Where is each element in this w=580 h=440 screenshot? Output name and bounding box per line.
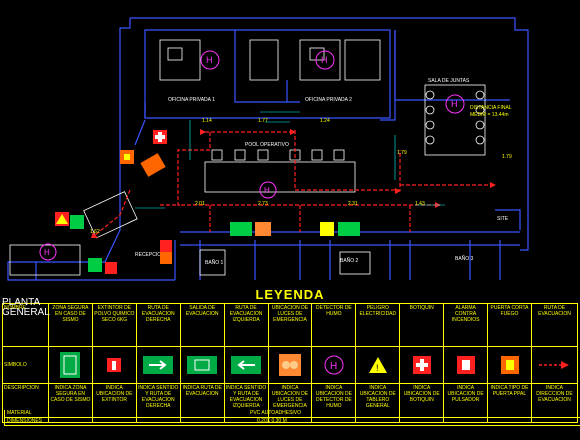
- svg-text:2.01: 2.01: [195, 201, 205, 207]
- first-aid-icon: [412, 356, 431, 374]
- legend-row-symbols: SIMBOLO H !: [2, 346, 579, 384]
- room-label-pool: POOL OPERATIVO: [245, 142, 289, 148]
- svg-text:2.73: 2.73: [258, 201, 268, 207]
- svg-text:H: H: [44, 248, 50, 257]
- room-label-sala: SALA DE JUNTAS: [428, 78, 470, 84]
- room-label-bano-3: BAÑO 3: [455, 255, 474, 262]
- electrical-panel-icon: !: [368, 357, 387, 373]
- fire-alarm-icon: [456, 356, 475, 374]
- furniture: [9, 39, 486, 276]
- svg-text:1.24: 1.24: [320, 118, 330, 124]
- svg-text:1.77: 1.77: [258, 118, 268, 124]
- legend-table: NOMBRE ZONA SEGURA EN CASO DE SISMO EXTI…: [2, 303, 579, 423]
- svg-text:H: H: [451, 99, 458, 109]
- extinguisher-icon: [107, 358, 122, 372]
- legend-panel: LEYENDA NOMBRE ZONA SEGURA EN CASO DE SI…: [2, 286, 580, 438]
- dimensions-row: DIMENSIONES 0.20X 0.30 M: [4, 418, 580, 426]
- legend-title: LEYENDA: [255, 287, 325, 302]
- emergency-light-icon: [278, 354, 301, 376]
- room-labels: OFICINA PRIVADA 1 OFICINA PRIVADA 2 SALA…: [135, 78, 509, 266]
- smoke-detector-icons: H H H H H: [39, 50, 465, 261]
- svg-text:2.31: 2.31: [348, 201, 358, 207]
- svg-text:1.62: 1.62: [90, 229, 100, 235]
- room-label-oficina-1: OFICINA PRIVADA 1: [168, 97, 215, 103]
- svg-text:MEDIR = 13.44m: MEDIR = 13.44m: [470, 112, 509, 118]
- svg-text:!: !: [376, 363, 379, 373]
- room-label-bano-1: BAÑO 1: [205, 259, 224, 266]
- floor-plan: H H H H H OFICINA PRIVADA 1 OFICINA PRIV…: [7, 17, 529, 281]
- svg-text:DISTANCIA FINAL: DISTANCIA FINAL: [470, 105, 512, 111]
- fire-door-icon: [500, 356, 519, 374]
- plan-signs: [55, 130, 360, 274]
- room-label-oficina-2: OFICINA PRIVADA 2: [305, 97, 352, 103]
- svg-text:H: H: [264, 186, 270, 195]
- safe-zone-icon: [60, 352, 81, 378]
- legend-row-descriptions: DESCRIPCION INDICA ZONA SEGURA EN CASO D…: [2, 383, 579, 423]
- material-row: MATERIAL PVC AUTOADHESIVO: [4, 410, 580, 418]
- svg-text:H: H: [206, 55, 213, 65]
- exit-left-icon: [231, 356, 262, 374]
- room-label-bano-2: BAÑO 2: [340, 257, 359, 264]
- svg-text:1.14: 1.14: [202, 118, 212, 124]
- svg-text:H: H: [330, 361, 337, 372]
- exit-right-icon: [143, 356, 174, 374]
- room-label-recepcion: RECEPCION: [135, 252, 165, 258]
- dimension-lines: [135, 111, 445, 209]
- svg-text:1.79: 1.79: [397, 150, 407, 156]
- walls: [7, 17, 529, 281]
- smoke-detector-icon: H: [324, 355, 344, 375]
- evacuation-routes: [94, 130, 495, 236]
- svg-text:H: H: [321, 55, 328, 65]
- svg-text:1.79: 1.79: [502, 154, 512, 160]
- legend-row-names: NOMBRE ZONA SEGURA EN CASO DE SISMO EXTI…: [2, 303, 579, 347]
- route-arrow-icon: [539, 361, 570, 369]
- exit-sign-icon: [187, 356, 218, 374]
- route-arrows: [91, 129, 496, 238]
- dimension-labels: 1.77 1.14 1.24 DISTANCIA FINAL MEDIR = 1…: [90, 105, 512, 235]
- room-label-server: SITE: [497, 216, 509, 222]
- svg-text:1.43: 1.43: [415, 201, 425, 207]
